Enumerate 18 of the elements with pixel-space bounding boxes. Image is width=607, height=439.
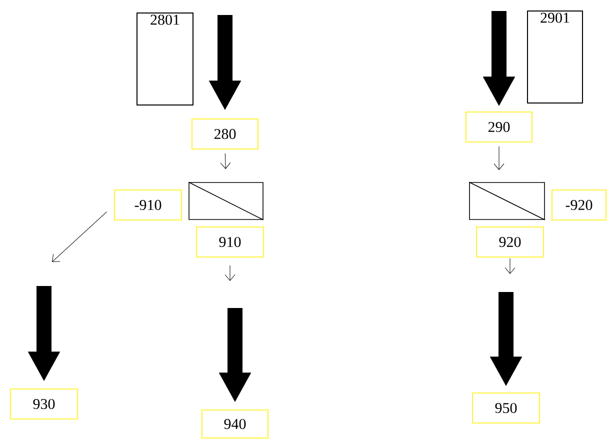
splitter-box — [468, 182, 546, 220]
number-box: 290 — [466, 112, 532, 142]
arrow — [52, 212, 107, 262]
number-box: 910 — [196, 226, 264, 258]
arrow — [220, 153, 231, 169]
number-box: 280 — [192, 118, 258, 150]
number-box: -910 — [114, 190, 182, 220]
number-box: 940 — [202, 410, 268, 438]
splitter-box — [188, 182, 264, 220]
number-box: -920 — [552, 190, 606, 220]
labeled-box: 2801 — [136, 12, 194, 106]
arrow — [494, 146, 504, 170]
arrow — [504, 258, 516, 274]
number-box: 950 — [472, 392, 540, 424]
arrow — [224, 265, 236, 281]
labeled-box: 2901 — [527, 10, 583, 104]
number-box: 920 — [476, 226, 544, 258]
number-box: 930 — [10, 388, 78, 420]
